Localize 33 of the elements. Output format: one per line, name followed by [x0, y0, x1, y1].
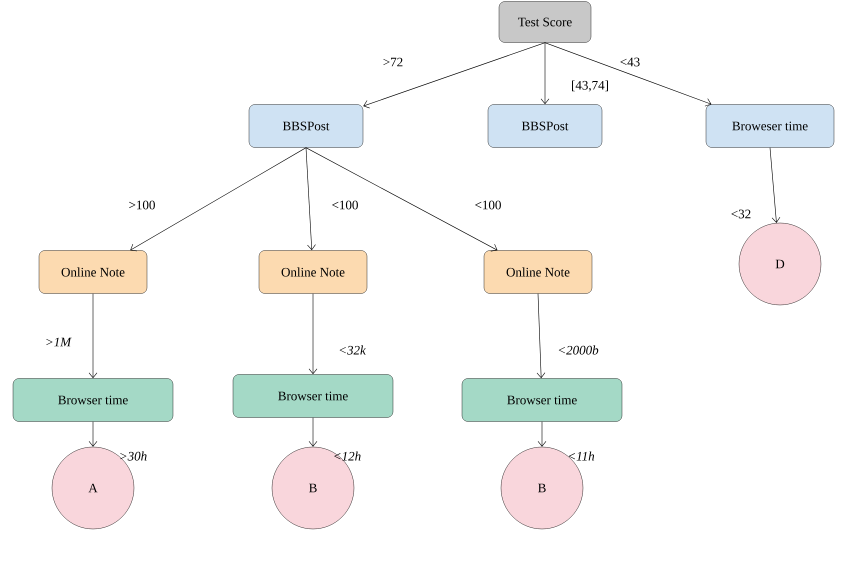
arrow	[363, 42, 546, 108]
edge-label: <100	[332, 200, 358, 210]
edge-label: <2000b	[558, 345, 598, 355]
edge-label: >1M	[46, 338, 72, 346]
edge-label: >72	[384, 58, 402, 66]
edge-label: <32	[731, 210, 750, 218]
arrow	[308, 293, 318, 374]
arrow	[540, 42, 550, 104]
arrow	[88, 421, 98, 447]
edge-label: <32k	[340, 345, 366, 355]
arrow	[88, 293, 98, 378]
decision-box: Online Note	[484, 250, 592, 294]
arrow	[544, 42, 712, 106]
decision-box: Broweser time	[706, 104, 834, 148]
decision-box: Online Note	[38, 250, 148, 294]
edge-label: >100	[129, 200, 155, 210]
decision-box: Online Note	[258, 250, 368, 294]
edge-label: <43	[620, 58, 640, 66]
arrow	[130, 147, 306, 252]
arrow	[538, 421, 546, 447]
decision-box: BBSPost	[488, 104, 602, 148]
edge-label: <100	[475, 200, 501, 210]
decision-box: Browser time	[232, 374, 394, 418]
arrow	[308, 417, 318, 447]
edge-label: [43,74]	[572, 80, 608, 92]
arrow	[770, 147, 780, 223]
arrow	[306, 147, 498, 252]
arrow	[306, 147, 316, 250]
arrow	[536, 293, 546, 378]
decision-box: Browser time	[462, 378, 622, 422]
decision-box: Browser time	[12, 378, 174, 422]
root-box: Test Score	[498, 1, 592, 43]
decision-box: BBSPost	[248, 104, 364, 148]
